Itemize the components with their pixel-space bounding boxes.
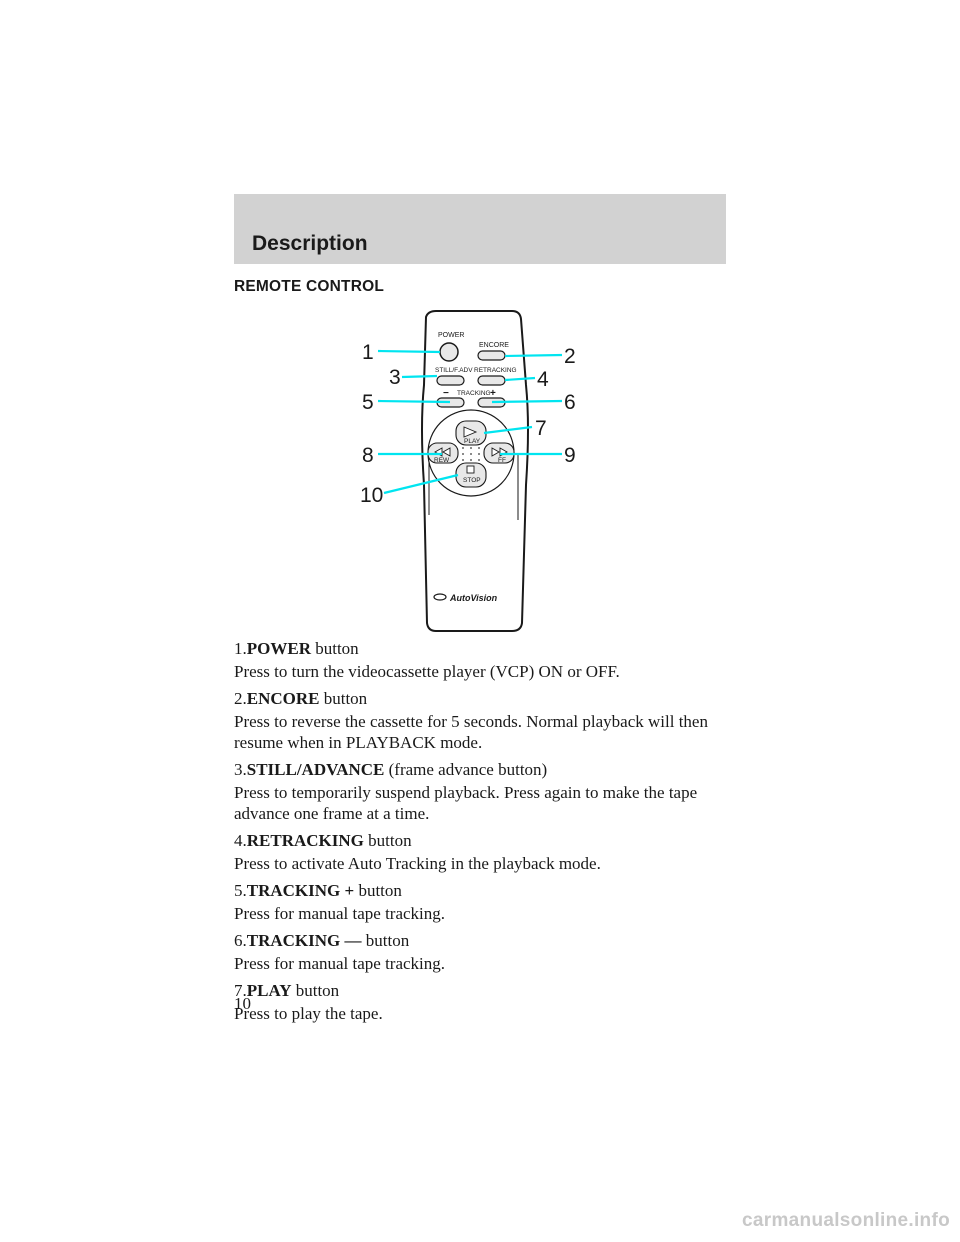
- callout-3: 3: [389, 366, 401, 389]
- item-4: 4.RETRACKING button Press to activate Au…: [234, 830, 734, 874]
- item-title: RETRACKING: [246, 831, 364, 850]
- center-speaker-dots: [462, 447, 480, 461]
- play-label: PLAY: [464, 438, 481, 445]
- callout-7: 7: [535, 417, 547, 440]
- stop-icon: [466, 465, 475, 474]
- item-title: PLAY: [246, 981, 292, 1000]
- callout-9: 9: [564, 444, 576, 467]
- power-button: [439, 342, 459, 362]
- item-title: TRACKING +: [246, 881, 355, 900]
- encore-label: ENCORE: [479, 342, 509, 349]
- item-6: 6.TRACKING — button Press for manual tap…: [234, 930, 734, 974]
- item-number: 4.: [234, 831, 247, 850]
- item-5: 5.TRACKING + button Press for manual tap…: [234, 880, 734, 924]
- item-desc: Press to reverse the cassette for 5 seco…: [234, 712, 708, 752]
- item-desc: Press to turn the videocassette player (…: [234, 662, 620, 681]
- item-suffix: button: [358, 881, 402, 900]
- rew-label: REW: [434, 457, 450, 464]
- callout-10: 10: [360, 484, 383, 507]
- item-title: STILL/ADVANCE: [246, 760, 385, 779]
- item-desc: Press for manual tape tracking.: [234, 904, 446, 923]
- section-header-title: Description: [252, 232, 368, 255]
- power-label: POWER: [438, 332, 464, 339]
- still-adv-label: STILL/F.ADV: [435, 367, 473, 374]
- play-icon: [463, 426, 478, 438]
- autovision-logo: AutoVision: [433, 593, 498, 603]
- item-number: 1.: [234, 639, 247, 658]
- remote-control-illustration: POWER ENCORE STILL/F.ADV RETRACKING − TR…: [340, 305, 600, 645]
- page-number: 10: [234, 994, 251, 1013]
- item-3: 3.STILL/ADVANCE (frame advance button) P…: [234, 759, 734, 824]
- callout-4: 4: [537, 368, 549, 391]
- item-number: 2.: [234, 689, 247, 708]
- item-number: 6.: [234, 931, 247, 950]
- item-desc: Press to activate Auto Tracking in the p…: [234, 854, 601, 873]
- retracking-button: [477, 375, 506, 386]
- site-watermark: carmanualsonline.info: [742, 1210, 950, 1231]
- item-suffix: button: [368, 831, 412, 850]
- callout-1: 1: [362, 341, 374, 364]
- item-desc: Press to play the tape.: [234, 1004, 383, 1023]
- item-suffix: button: [295, 981, 340, 1000]
- item-desc: Press to temporarily suspend playback. P…: [234, 783, 698, 823]
- ff-icon: [491, 447, 500, 457]
- stop-label: STOP: [463, 477, 481, 484]
- item-suffix: button: [365, 931, 410, 950]
- item-2: 2.ENCORE button Press to reverse the cas…: [234, 688, 734, 753]
- encore-button: [477, 350, 506, 361]
- item-1: 1.POWER button Press to turn the videoca…: [234, 638, 734, 682]
- item-suffix: button: [315, 639, 359, 658]
- callout-5: 5: [362, 391, 374, 414]
- item-desc: Press for manual tape tracking.: [234, 954, 446, 973]
- item-number: 3.: [234, 760, 247, 779]
- item-number: 7.: [234, 981, 247, 1000]
- callout-lines: [377, 349, 563, 495]
- tracking-plus-label: +: [490, 388, 496, 399]
- item-number: 5.: [234, 881, 247, 900]
- item-title: TRACKING —: [246, 931, 362, 950]
- item-title: ENCORE: [246, 689, 320, 708]
- callout-6: 6: [564, 391, 576, 414]
- section-header-band: Description: [234, 194, 726, 264]
- item-7: 7.PLAY button Press to play the tape.: [234, 980, 734, 1024]
- section-heading: REMOTE CONTROL: [234, 278, 385, 295]
- item-suffix: (frame advance button): [388, 760, 548, 779]
- item-suffix: button: [323, 689, 368, 708]
- ff-label: FF: [498, 457, 506, 464]
- callout-8: 8: [362, 444, 374, 467]
- still-adv-button: [436, 375, 465, 386]
- retracking-label: RETRACKING: [474, 367, 517, 374]
- item-title: POWER: [246, 639, 311, 658]
- button-descriptions: 1.POWER button Press to turn the videoca…: [234, 632, 734, 1028]
- brand-label: AutoVision: [449, 593, 498, 603]
- tracking-label: TRACKING: [457, 390, 491, 397]
- tracking-minus-label: −: [443, 388, 449, 399]
- callout-2: 2: [564, 345, 576, 368]
